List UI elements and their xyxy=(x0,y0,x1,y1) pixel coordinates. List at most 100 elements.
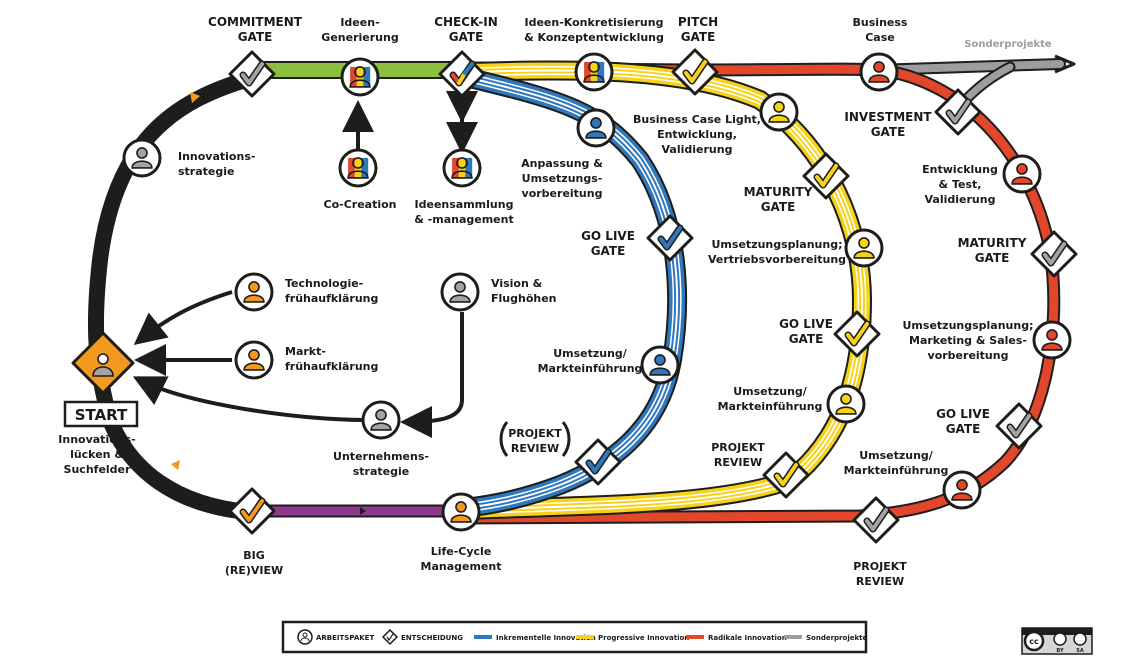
bc-light-label-line-2: Validierung xyxy=(662,143,733,156)
umsetzungsplanung-yellow-label-line-1: Vertriebsvorbereitung xyxy=(708,253,846,266)
ideensammlung-person-head xyxy=(456,157,468,169)
process-nodes xyxy=(71,48,1078,544)
legend-box xyxy=(281,620,868,654)
yellow-loop-track-gap-inner xyxy=(464,69,864,511)
anpassung-person-head xyxy=(590,117,602,129)
umsetzung-red-label-line-1: Markteinführung xyxy=(844,464,949,477)
business-case-person xyxy=(859,52,899,92)
ideen-konkret-person-body xyxy=(583,74,605,83)
lifecycle-person xyxy=(441,492,481,532)
ideen-generierung-label-line-0: Ideen- xyxy=(340,16,379,29)
projekt-review-yellow-label-line-0: PROJEKT xyxy=(711,441,765,454)
sonderprojekte-label: Sonderprojekte xyxy=(964,39,1052,50)
ideen-konkret-person-stripe-2 xyxy=(597,61,605,82)
umsetzungsplanung-yellow-label: Umsetzungsplanung;Vertriebsvorbereitung xyxy=(708,238,846,266)
pitch-gate-node xyxy=(671,48,719,96)
entwicklung-test-person xyxy=(1002,154,1042,194)
bc-light-label-line-1: Entwicklung, xyxy=(657,128,737,141)
vision-arrow xyxy=(400,312,464,438)
bc-light-person-head xyxy=(773,101,785,113)
vision-label: Vision &Flughöhen xyxy=(491,277,557,305)
maturity-gate-red-label-line-0: MATURITY xyxy=(958,236,1027,250)
vision-person-body xyxy=(449,294,471,303)
technologie-label-line-1: frühaufklärung xyxy=(285,292,378,305)
markt-person xyxy=(234,340,274,380)
ideensammlung-person-body xyxy=(451,170,473,179)
maturity-gate-yellow-label-line-1: GATE xyxy=(761,200,796,214)
investment-gate-node-check xyxy=(947,100,970,123)
vision-label-line-1: Flughöhen xyxy=(491,292,557,305)
license-by-label: BY xyxy=(1056,648,1064,654)
go-live-gate-red-node xyxy=(995,402,1043,450)
flow-marker-1 xyxy=(190,92,200,103)
commitment-gate-label-line-0: COMMITMENT xyxy=(208,15,303,29)
pitch-gate-label-line-1: GATE xyxy=(681,30,716,44)
umsetzung-yellow-person xyxy=(826,384,866,424)
umsetzung-blue-label-line-0: Umsetzung/ xyxy=(553,347,628,360)
start-person-head xyxy=(97,353,109,365)
legend-entscheidung-label: ENTSCHEIDUNG xyxy=(401,634,463,642)
umsetzungsplanung-red-person xyxy=(1032,320,1072,360)
investment-gate-label-line-1: GATE xyxy=(871,125,906,139)
business-case-label-line-1: Case xyxy=(865,31,895,44)
markt-person-head xyxy=(248,349,260,361)
projekt-review-blue-node xyxy=(574,438,622,486)
technologie-person-head xyxy=(248,281,260,293)
anpassung-label-line-2: vorbereitung xyxy=(522,187,603,200)
co-creation-person-head xyxy=(352,157,364,169)
investment-gate-node xyxy=(934,88,982,136)
umsetzung-red-person-body xyxy=(951,492,973,501)
anpassung-person-body xyxy=(585,130,607,139)
bc-light-person-body xyxy=(768,114,790,123)
go-live-gate-yellow-label-line-0: GO LIVE xyxy=(779,317,833,331)
ideen-generierung-person-stripe-2 xyxy=(363,66,371,87)
unternehmensstrategie-person-head xyxy=(375,409,387,421)
go-live-gate-yellow-node-check xyxy=(846,322,869,345)
innovationsstrategie-label-line-1: strategie xyxy=(178,165,234,178)
commitment-gate-label-line-1: GATE xyxy=(238,30,273,44)
unternehmensstrategie-label-line-1: strategie xyxy=(353,465,409,478)
entwicklung-test-person-head xyxy=(1016,163,1028,175)
entwicklung-test-label-line-0: Entwicklung xyxy=(922,163,998,176)
legend-swatch-progressiv xyxy=(576,635,594,639)
co-creation-person-body xyxy=(347,170,369,179)
checkin-gate-label-line-1: GATE xyxy=(449,30,484,44)
ideen-konkret-label: Ideen-Konkretisierung& Konzeptentwicklun… xyxy=(524,16,664,44)
umsetzung-blue-person-body xyxy=(649,367,671,376)
cc-icon xyxy=(1023,630,1045,652)
ideen-konkret-person xyxy=(574,52,614,92)
umsetzung-red-person xyxy=(942,470,982,510)
big-review-label-line-1: (RE)VIEW xyxy=(225,564,283,577)
pitch-gate-label-line-0: PITCH xyxy=(678,15,718,29)
innovationsluecken-label: Innovations-lücken &Suchfelder xyxy=(58,433,135,476)
innovationsluecken-label-line-1: lücken & xyxy=(70,448,124,461)
legend-swatch-inkrementell xyxy=(474,635,492,639)
business-case-label-line-0: Business xyxy=(853,16,908,29)
ideen-generierung-label: Ideen-Generierung xyxy=(321,16,398,44)
start-person-body xyxy=(92,366,114,377)
license-top-bar xyxy=(1022,628,1092,635)
co-creation-label-line-0: Co-Creation xyxy=(324,198,397,211)
bc-light-label-line-0: Business Case Light, xyxy=(633,113,761,126)
ideensammlung-person-stripe-0 xyxy=(452,157,459,178)
unternehmensstrategie-label-line-0: Unternehmens- xyxy=(333,450,429,463)
start-label: START xyxy=(75,406,128,424)
vision-person-head xyxy=(454,281,466,293)
ideensammlung-label-line-1: & -management xyxy=(414,213,513,226)
entwicklung-test-label: Entwicklung& Test,Validierung xyxy=(922,163,998,206)
unternehmensstrategie-label: Unternehmens-strategie xyxy=(333,450,429,478)
ideen-konkret-label-line-0: Ideen-Konkretisierung xyxy=(525,16,664,29)
ideensammlung-label-line-0: Ideensammlung xyxy=(415,198,514,211)
technologie-label: Technologie-frühaufklärung xyxy=(285,277,378,305)
innovationsstrategie-label: Innovations-strategie xyxy=(178,150,255,178)
legend-swatch-sonderprojekte xyxy=(784,635,802,639)
